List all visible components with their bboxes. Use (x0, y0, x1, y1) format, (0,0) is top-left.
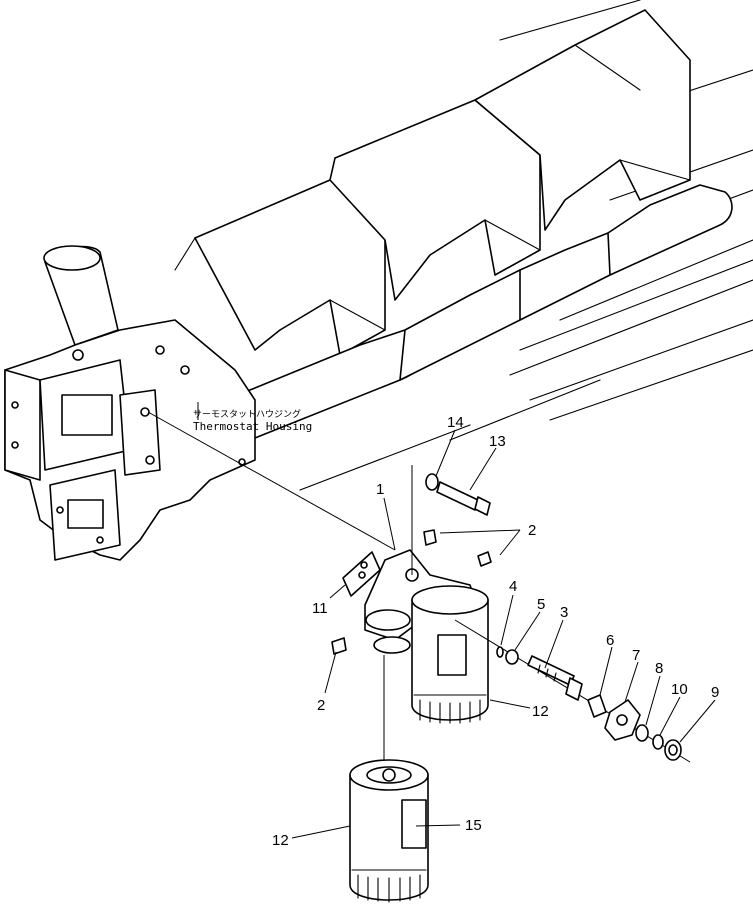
callout-7: 7 (632, 647, 640, 664)
caption-english: Thermostat Housing (193, 420, 312, 433)
callout-15: 15 (465, 817, 482, 834)
plug-2-lower (331, 637, 347, 655)
callout-4: 4 (509, 578, 517, 595)
washer-8 (635, 724, 649, 742)
callout-leaders (291, 429, 716, 839)
callout-2-lower: 2 (317, 697, 325, 714)
nut-9 (664, 739, 682, 761)
thermostat-housing-caption: サーモスタットハウジング Thermostat Housing (193, 402, 312, 433)
callout-12-mounted: 12 (532, 703, 549, 720)
washer-14 (425, 473, 439, 491)
gasket-5 (505, 649, 519, 665)
oil-filter-12-mounted (411, 585, 489, 724)
callout-9: 9 (711, 684, 719, 701)
callout-5: 5 (537, 596, 545, 613)
o-ring-4 (496, 646, 504, 658)
callout-12-exploded: 12 (272, 832, 289, 849)
washer-10 (652, 734, 664, 750)
callout-labels: 1 2 2 3 4 5 6 7 8 9 10 11 12 12 13 14 15 (272, 414, 719, 849)
part-7-flange (604, 699, 641, 741)
callout-14: 14 (447, 414, 464, 431)
callout-3: 3 (560, 604, 568, 621)
bolt-13 (436, 481, 491, 516)
callout-6: 6 (606, 632, 614, 649)
relief-valve-3 (527, 655, 583, 701)
callout-1: 1 (376, 481, 384, 498)
callout-11: 11 (312, 600, 328, 617)
callout-2-upper: 2 (528, 522, 536, 539)
oil-filter-12-exploded (349, 655, 429, 903)
gasket-11 (342, 551, 381, 597)
callout-13: 13 (489, 433, 506, 450)
part-6 (587, 694, 607, 718)
engine-manifold (174, 0, 753, 491)
thermostat-housing (4, 245, 256, 561)
callout-8: 8 (655, 660, 663, 677)
plug-2-upper (423, 529, 492, 567)
callout-10: 10 (671, 681, 688, 698)
caption-japanese: サーモスタットハウジング (193, 408, 301, 420)
